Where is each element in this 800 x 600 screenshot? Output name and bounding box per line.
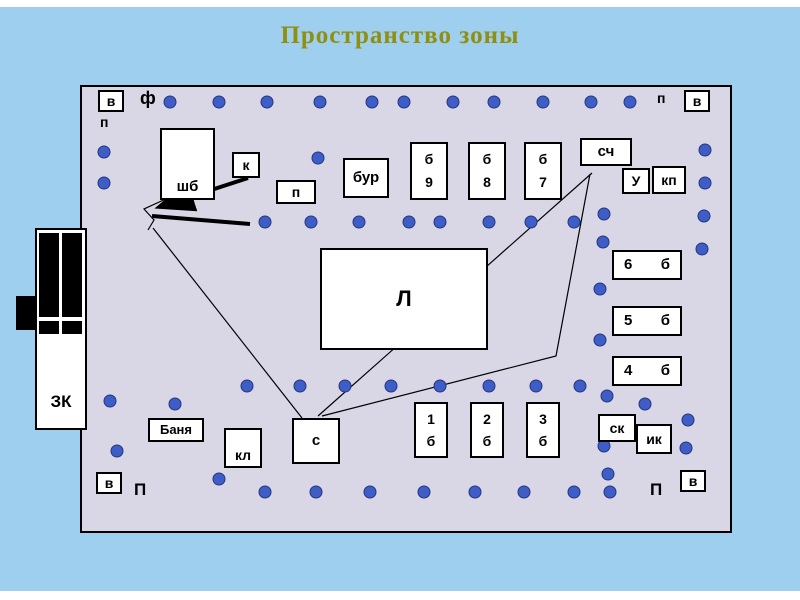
gate-door-left-top	[39, 233, 59, 317]
box-s-label: с	[311, 432, 321, 450]
box-kl-label: кл	[234, 447, 252, 464]
box-b9-label: б	[424, 151, 434, 168]
box-6b-label: 6	[624, 256, 633, 274]
box-b9-label: 9	[425, 174, 433, 191]
label-p-top-right: п	[657, 90, 666, 106]
box-s: с	[292, 418, 340, 464]
box-kp-label: кп	[661, 171, 677, 188]
gate-door-right-top	[62, 233, 82, 317]
box-bur: бур	[343, 158, 389, 198]
label-P-bottom-right: П	[650, 480, 663, 499]
box-p-label: п	[291, 183, 301, 200]
box-v-top-left: в	[98, 90, 124, 112]
box-sch-label: сч	[597, 143, 615, 161]
box-l: Л	[320, 248, 488, 350]
box-sk-label: ск	[609, 419, 625, 436]
box-2b-label: 2	[483, 410, 491, 427]
box-b8-label: б	[482, 151, 492, 168]
top-margin-strip	[0, 0, 800, 7]
box-kl: кл	[224, 428, 262, 468]
box-4b-label: б	[660, 362, 670, 380]
box-bur-label: бур	[352, 169, 380, 187]
box-ik-label: ик	[646, 430, 662, 447]
box-5b-label: б	[660, 312, 670, 330]
box-kp: кп	[652, 166, 686, 194]
box-banya: Баня	[148, 418, 204, 442]
box-ik: ик	[636, 424, 672, 454]
label-f-top-left: ф	[140, 88, 156, 108]
box-sk: ск	[598, 414, 636, 442]
box-u-label: У	[631, 172, 641, 189]
box-v-top-right-label: в	[692, 92, 702, 109]
box-k-label: к	[242, 156, 250, 173]
gate-door-right-bottom	[62, 321, 82, 334]
box-v-bottom-left-label: в	[104, 474, 114, 491]
box-k: к	[232, 152, 260, 178]
box-3b-label: б	[538, 432, 548, 449]
box-b7-label: 7	[539, 174, 547, 191]
box-sch: сч	[580, 138, 632, 166]
box-v-bottom-right-label: в	[688, 472, 698, 489]
box-3b-label: 3	[539, 410, 547, 427]
box-shb: шб	[160, 128, 215, 200]
box-b8-label: 8	[483, 174, 491, 191]
box-b7-label: б	[538, 151, 548, 168]
gate-outer-block	[16, 296, 36, 330]
gate-label: ЗК	[50, 392, 72, 411]
box-1b-label: 1	[427, 410, 435, 427]
label-p-top-left: п	[100, 114, 109, 130]
bottom-margin-strip	[0, 591, 800, 600]
box-shb-label: шб	[176, 178, 199, 196]
box-5b-label: 5	[624, 312, 633, 330]
box-v-top-left-label: в	[106, 92, 116, 109]
page-title: Пространство зоны	[280, 22, 520, 49]
box-l-label: Л	[396, 286, 412, 312]
box-u: У	[622, 168, 650, 194]
box-v-top-right: в	[684, 90, 710, 112]
box-p: п	[276, 180, 316, 204]
box-2b-label: б	[482, 432, 492, 449]
label-P-bottom-left: П	[134, 480, 147, 499]
box-banya-label: Баня	[159, 422, 192, 438]
box-v-bottom-left: в	[96, 472, 122, 494]
box-1b-label: б	[426, 432, 436, 449]
gate-door-left-bottom	[39, 321, 59, 334]
box-4b-label: 4	[624, 362, 633, 380]
box-v-bottom-right: в	[680, 470, 706, 492]
box-6b-label: б	[660, 256, 670, 274]
